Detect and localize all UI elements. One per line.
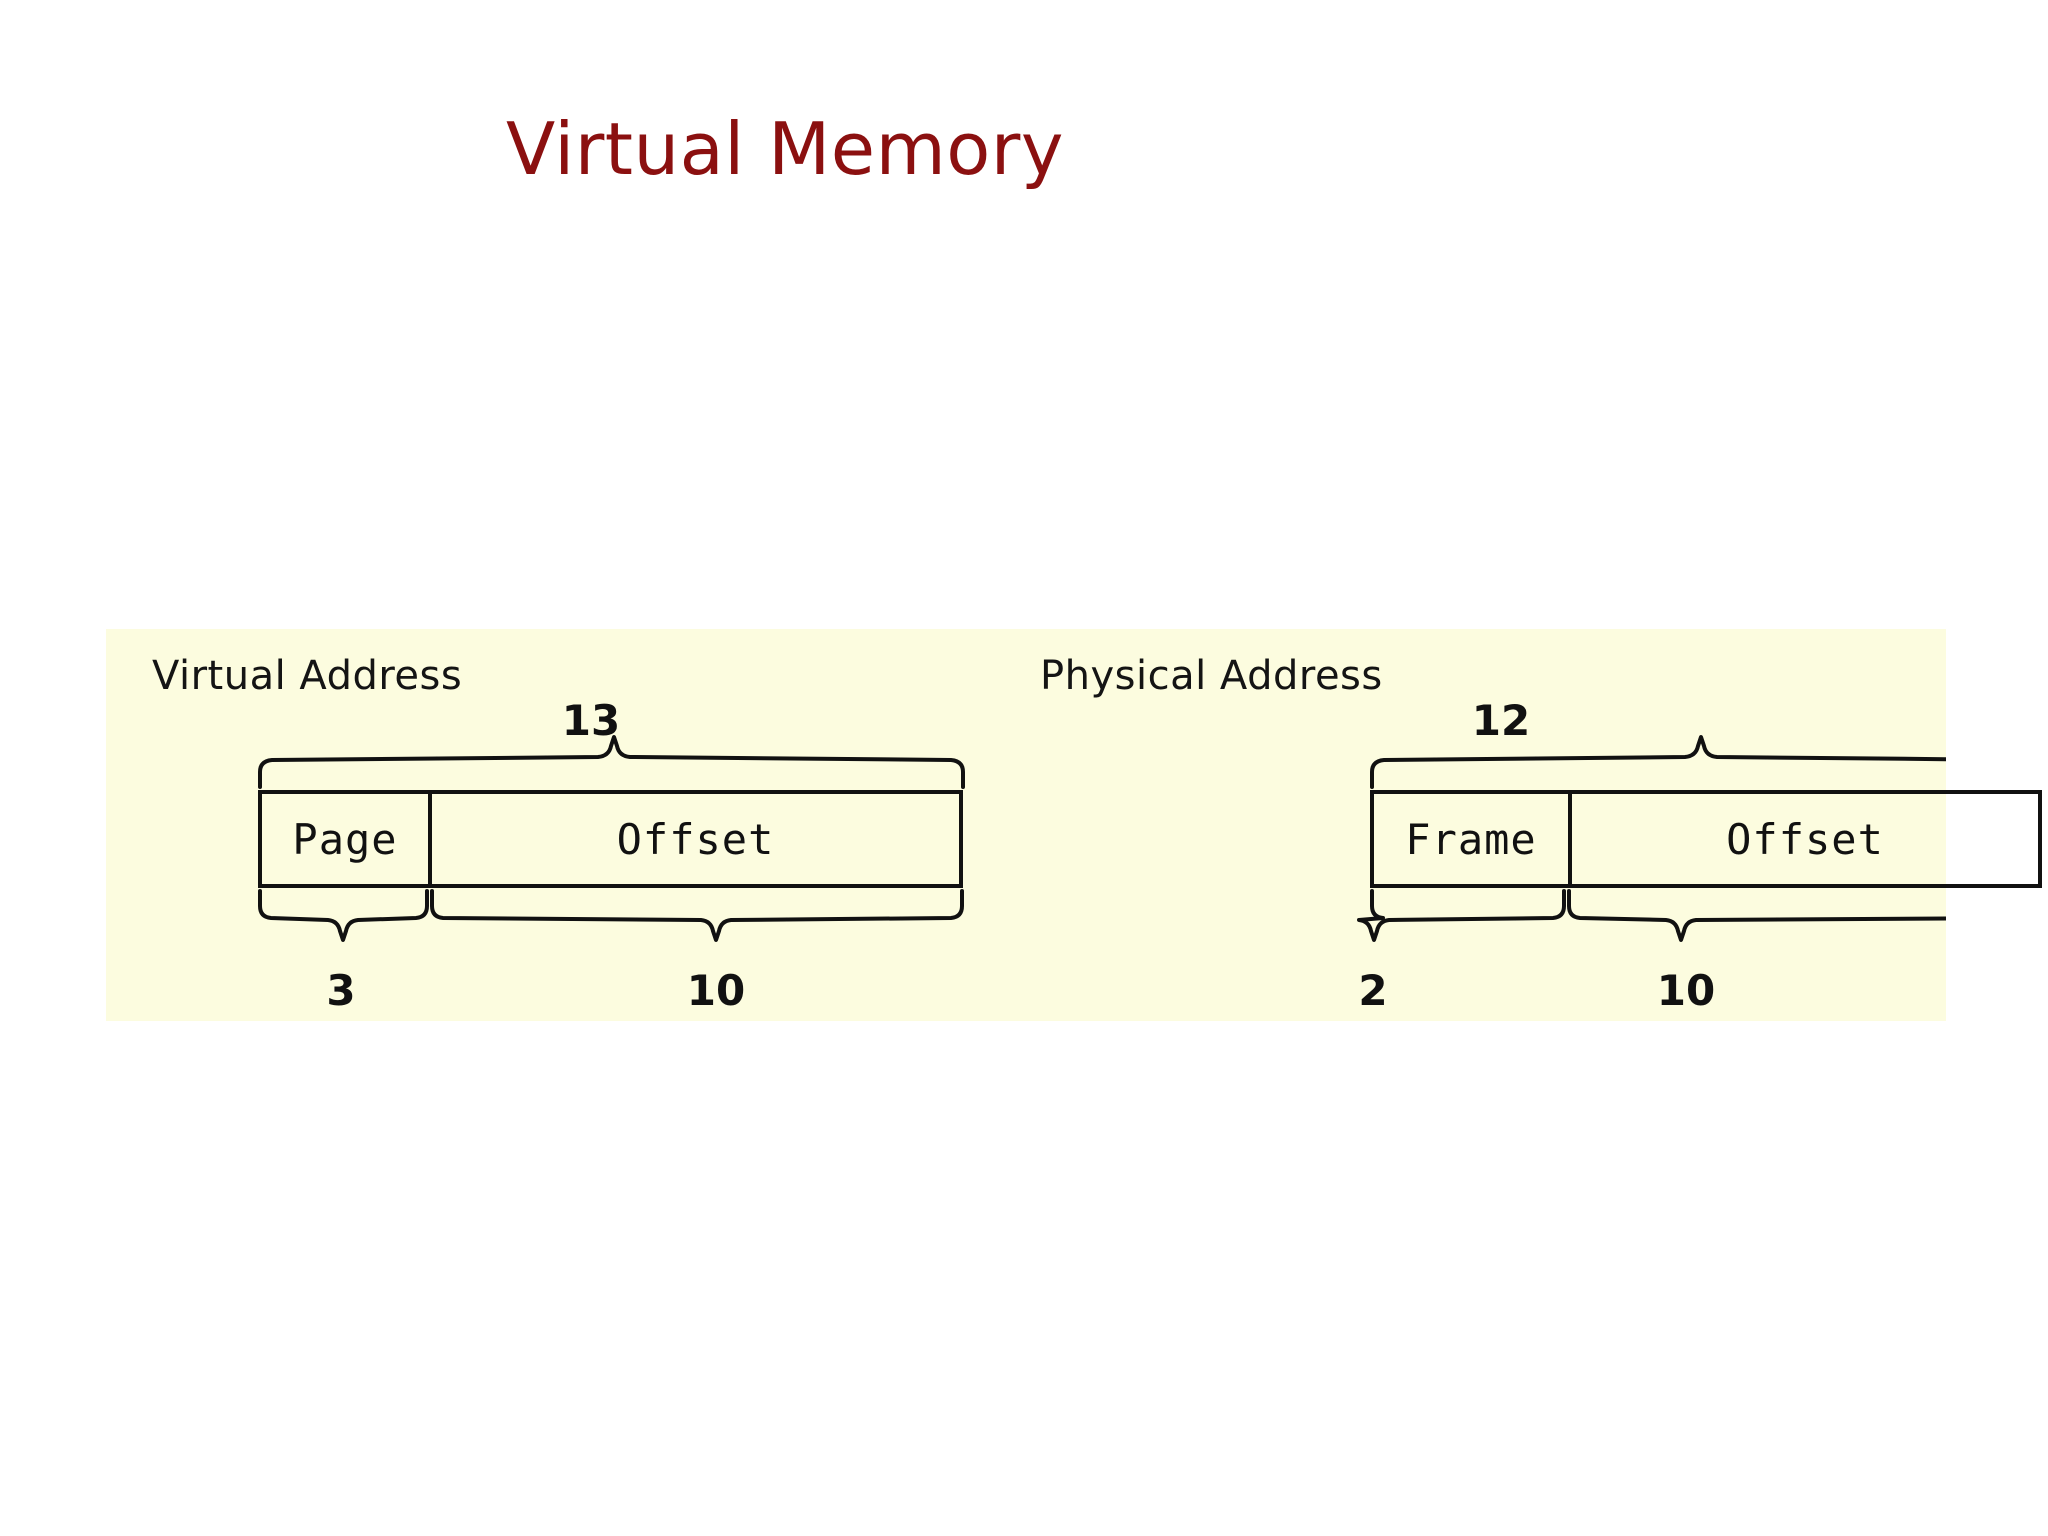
physical-address-offset-bits: 10: [1656, 966, 1716, 1015]
virtual-address-box: Page Offset: [258, 790, 963, 888]
virtual-address-offset-bits: 10: [686, 966, 746, 1015]
virtual-address-page-bits: 3: [326, 966, 356, 1015]
physical-address-frame-bits: 2: [1358, 966, 1388, 1015]
page-title: Virtual Memory: [506, 107, 1064, 191]
virtual-address-offset-field: Offset: [428, 794, 959, 884]
physical-address-group: Physical Address 12 Frame Offset 2 10: [996, 629, 2042, 1021]
physical-address-label: Physical Address: [1040, 653, 1383, 699]
virtual-address-label: Virtual Address: [152, 653, 463, 699]
address-translation-diagram: Virtual Address 13 Page Offset 3 10 Phys…: [106, 629, 2042, 1021]
physical-address-frame-field: Frame: [1405, 814, 1537, 864]
virtual-address-page-field: Page: [292, 814, 398, 864]
physical-address-total-bits: 12: [1471, 696, 1531, 745]
physical-address-offset-field: Offset: [1568, 794, 2038, 884]
virtual-address-group: Virtual Address 13 Page Offset 3 10: [106, 629, 1006, 1021]
virtual-address-total-bits: 13: [561, 696, 621, 745]
physical-address-box: Frame Offset: [1370, 790, 2042, 888]
